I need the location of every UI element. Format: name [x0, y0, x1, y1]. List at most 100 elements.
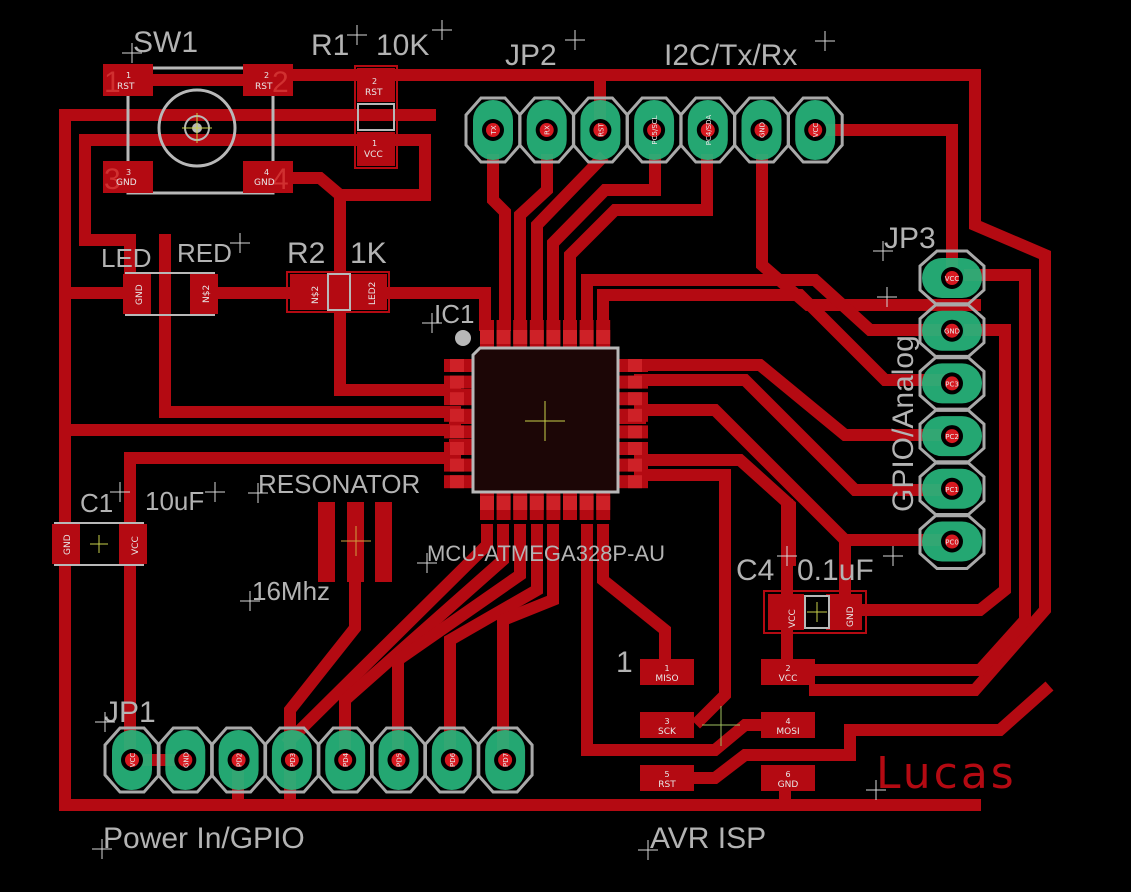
sw1-outline [126, 66, 275, 195]
trace-jp2-sda [564, 154, 713, 331]
jp1-pin-7: PD6 [423, 726, 481, 794]
jp1-pin-4: PD3 [263, 726, 321, 794]
trace-jp2-scl [547, 154, 661, 331]
isp-pin-label: MISO [655, 674, 678, 684]
jp2-pin-3: RST [571, 96, 629, 164]
c1-pin-gnd-label: GND [63, 534, 73, 555]
trace-led-down [159, 234, 461, 418]
resonator-component: RESONATOR 16Mhz [240, 469, 420, 611]
sw1-component: 1 2 3 4 1 RST 2 RST 3 GND 4 GND SW1 [103, 26, 293, 196]
jp1-pin-7-label: PD6 [449, 752, 457, 767]
jp2-pin-7-label: VCC [812, 123, 820, 138]
c4-pad-gnd [826, 594, 862, 630]
trace-ic-right-2 [634, 374, 958, 496]
c4-component: VCC GND C4 0.1uF [736, 546, 903, 634]
jp3-pin-2-label: GND [944, 328, 960, 336]
jp1-pin-2: GND [156, 726, 214, 794]
r1-pin2-label: RST [365, 88, 383, 98]
isp-pin-num: 4 [785, 717, 790, 726]
jp2-pin-2: RX [518, 96, 576, 164]
signature-text: Lucas [876, 748, 1017, 799]
r2-pad-1 [290, 274, 334, 310]
trace-ic-top-right-2 [597, 289, 958, 386]
jp3-pin-5-label: PC1 [945, 486, 959, 494]
led-pin-gnd-label: GND [135, 284, 145, 305]
c1-pad-gnd [52, 524, 80, 564]
jp1-name: JP1 [104, 696, 156, 729]
r2-name: R2 [287, 237, 325, 270]
copper-traces [59, 69, 1054, 811]
led-component: GND N$2 LED RED [101, 233, 250, 316]
sw1-pin2-big: 2 [272, 66, 289, 99]
r2-pin1-label: N$2 [311, 286, 321, 304]
sw1-pin4-label: GND [254, 178, 275, 188]
trace-ic-right-5 [634, 469, 731, 729]
trace-ic-bot-2 [339, 524, 509, 766]
trace-rst-top [259, 69, 1051, 696]
resonator-value: 16Mhz [252, 576, 330, 606]
trace-jp3-vcc-rail [814, 269, 1031, 676]
jp1-header: VCC GND PD2 PD3 PD4 PD5 PD6 PD7 [103, 726, 534, 794]
jp2-name: JP2 [505, 39, 557, 72]
jp3-pin-6-label: PC0 [945, 539, 959, 547]
isp-pin-label: GND [778, 780, 799, 790]
trace-r1-loop [339, 134, 431, 201]
trace-jp2-tx [487, 154, 511, 331]
c1-name: C1 [80, 488, 113, 518]
jp2-pin-2-label: RX [544, 125, 552, 135]
sw1-pad-4 [243, 161, 293, 193]
jp3-pin-4-label: PC2 [945, 433, 959, 441]
resonator-name: RESONATOR [258, 469, 420, 499]
isp-pin-num: 2 [785, 664, 790, 673]
r1-component: 2 RST 1 VCC R1 10K [311, 20, 452, 169]
jp3-pin-3-label: PC3 [945, 380, 959, 388]
c1-pin-vcc-label: VCC [131, 536, 141, 555]
trace-jp2-vcc [809, 124, 958, 286]
jp1-pin-5-label: PD4 [342, 752, 350, 767]
trace-isp-sck [581, 524, 796, 756]
isp-pin1-marker: 1 [616, 646, 633, 679]
jp1-pin-1-label: VCC [129, 753, 137, 768]
c4-pin-gnd-label: GND [846, 606, 856, 627]
jp2-pin-4-label: PC5/SCL [651, 115, 659, 144]
sw1-pin2-label: RST [255, 82, 273, 92]
jp3-name: JP3 [884, 222, 936, 255]
jp2-pin-7: VCC [786, 96, 844, 164]
r2-pin2-label: LED2 [368, 282, 378, 305]
isp-pin-label: SCK [658, 727, 677, 737]
c1-value: 10uF [145, 486, 204, 516]
r1-pad-1 [357, 132, 395, 166]
jp1-pin-6: PD5 [370, 726, 427, 794]
sw1-pin1-label: RST [117, 82, 135, 92]
led-pin-n2-label: N$2 [202, 285, 212, 303]
jp1-pin-5: PD4 [316, 726, 374, 794]
jp1-pin-3-label: PD2 [236, 753, 244, 767]
isp-name: AVR ISP [650, 822, 766, 855]
sw1-pad-3 [103, 161, 153, 193]
led-pad-n2 [190, 274, 218, 314]
jp3-pin-1-label: VCC [945, 275, 960, 283]
jp1-pin-8-label: PD7 [502, 753, 510, 767]
c1-pad-vcc [119, 524, 147, 564]
c4-pad-vcc [768, 594, 804, 630]
led-name: LED [101, 243, 152, 273]
r1-name: R1 [311, 29, 349, 62]
r1-pin1-num: 1 [372, 139, 377, 148]
c4-name: C4 [736, 554, 774, 587]
trace-jp3-gnd-rail [844, 324, 1011, 616]
c1-component: GND VCC C1 10uF [52, 482, 225, 566]
jp3-pin-1: VCC [918, 249, 986, 307]
trace-left-outer [59, 109, 981, 811]
trace-ic-top-right-1 [581, 274, 958, 336]
trace-ic-bot-1 [281, 524, 493, 749]
jp1-pin-2-label: GND [182, 752, 190, 768]
sw1-pin1-big: 1 [104, 66, 121, 99]
isp-pin-label: RST [658, 780, 676, 790]
isp-pin-label: VCC [779, 674, 798, 684]
ic1-name: IC1 [434, 299, 474, 329]
